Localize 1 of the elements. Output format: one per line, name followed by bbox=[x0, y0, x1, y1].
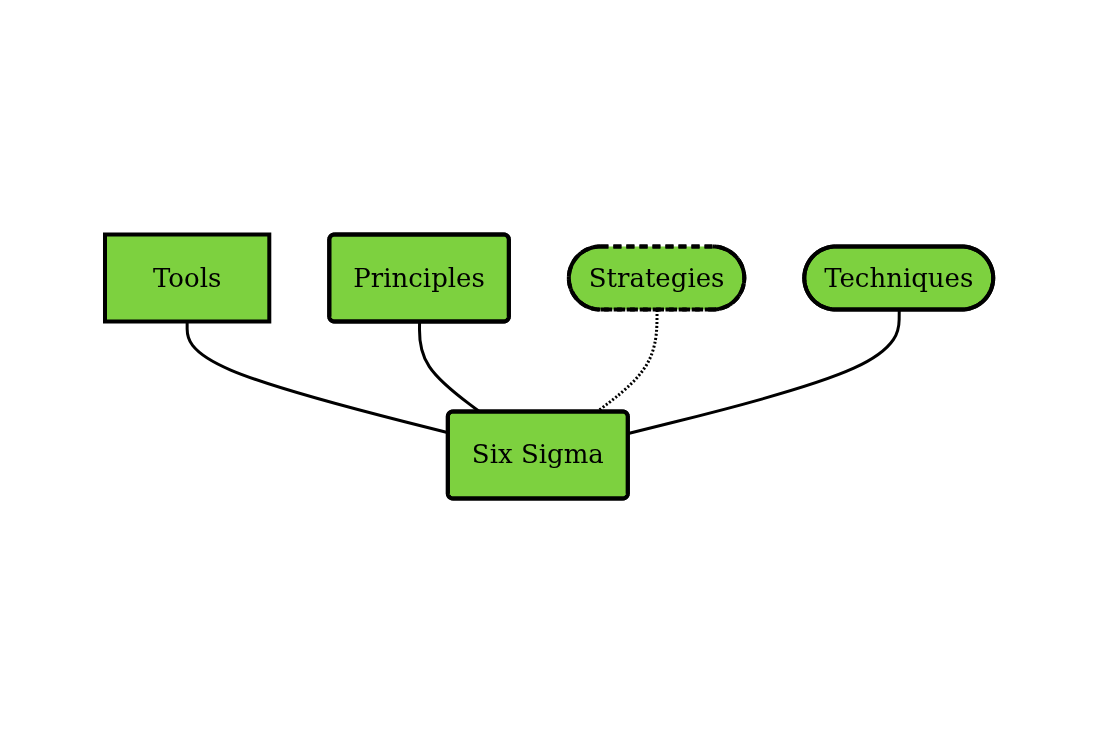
node-box: Tools bbox=[103, 232, 272, 324]
